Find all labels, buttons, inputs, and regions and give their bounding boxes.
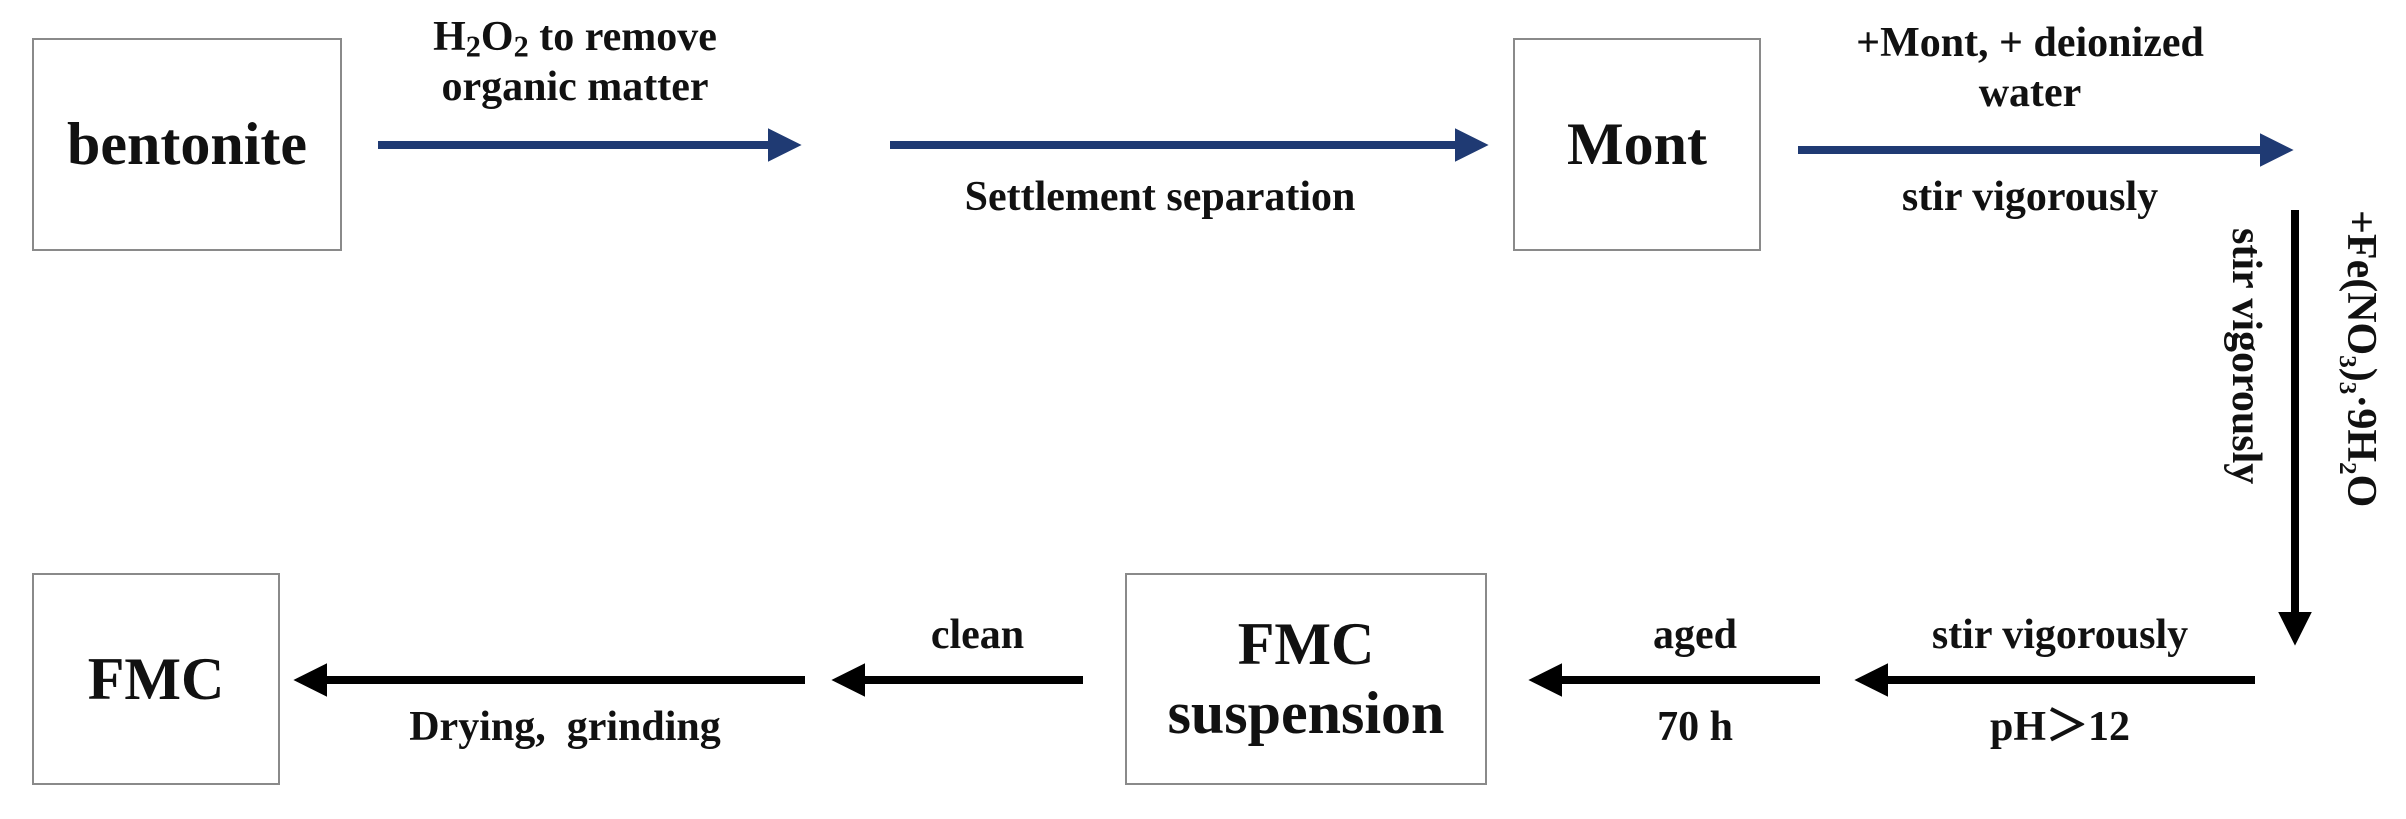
edge-label-h2o2: H2O2 to remove organic matter — [375, 12, 775, 113]
edge-label-iron-nitrate: +Fe(NO₃)₃·9H₂O — [2338, 210, 2384, 508]
h2o2-sub-2: 2 — [513, 29, 529, 64]
box-fmc-suspension: FMC suspension — [1125, 573, 1487, 785]
box-bentonite: bentonite — [32, 38, 342, 251]
box-fmc: FMC — [32, 573, 280, 785]
node-label-fmc: FMC — [87, 645, 225, 712]
edge-label-mont-deionized: +Mont, + deionized water — [1765, 18, 2295, 119]
edge-label-aged: aged — [1653, 612, 1737, 658]
edge-label-settlement: Settlement separation — [964, 174, 1356, 220]
edge-label-mont-deionized-line1: +Mont, + deionized — [1856, 20, 2204, 66]
node-label-bentonite: bentonite — [67, 111, 307, 177]
h2o2-h: H — [433, 14, 466, 60]
edge-label-clean: clean — [930, 612, 1025, 658]
edge-label-h2o2-line1: H2O2 to remove — [375, 12, 775, 62]
h2o2-sub-1: 2 — [465, 29, 481, 64]
node-label-mont: Mont — [1567, 111, 1707, 177]
edge-label-70h: 70 h — [1657, 704, 1733, 750]
h2o2-o: O — [480, 14, 514, 60]
box-mont: Mont — [1513, 38, 1761, 251]
node-label-fmc-suspension-line1: FMC — [1237, 611, 1375, 677]
edge-label-stir-bottom: stir vigorously — [1931, 612, 2189, 658]
edge-label-ph: pH＞12 — [1989, 704, 2131, 750]
edge-label-drying-grinding: Drying, grinding — [409, 704, 721, 750]
h2o2-rest: to remove — [528, 14, 717, 60]
edge-label-stir-vertical: stir vigorously — [2223, 228, 2269, 485]
node-label-fmc-suspension-line2: suspension — [1167, 680, 1445, 746]
edge-label-mont-deionized-line2: water — [1978, 70, 2082, 117]
edge-label-stir-top: stir vigorously — [1901, 174, 2159, 220]
edge-label-h2o2-line2: organic matter — [441, 64, 709, 111]
